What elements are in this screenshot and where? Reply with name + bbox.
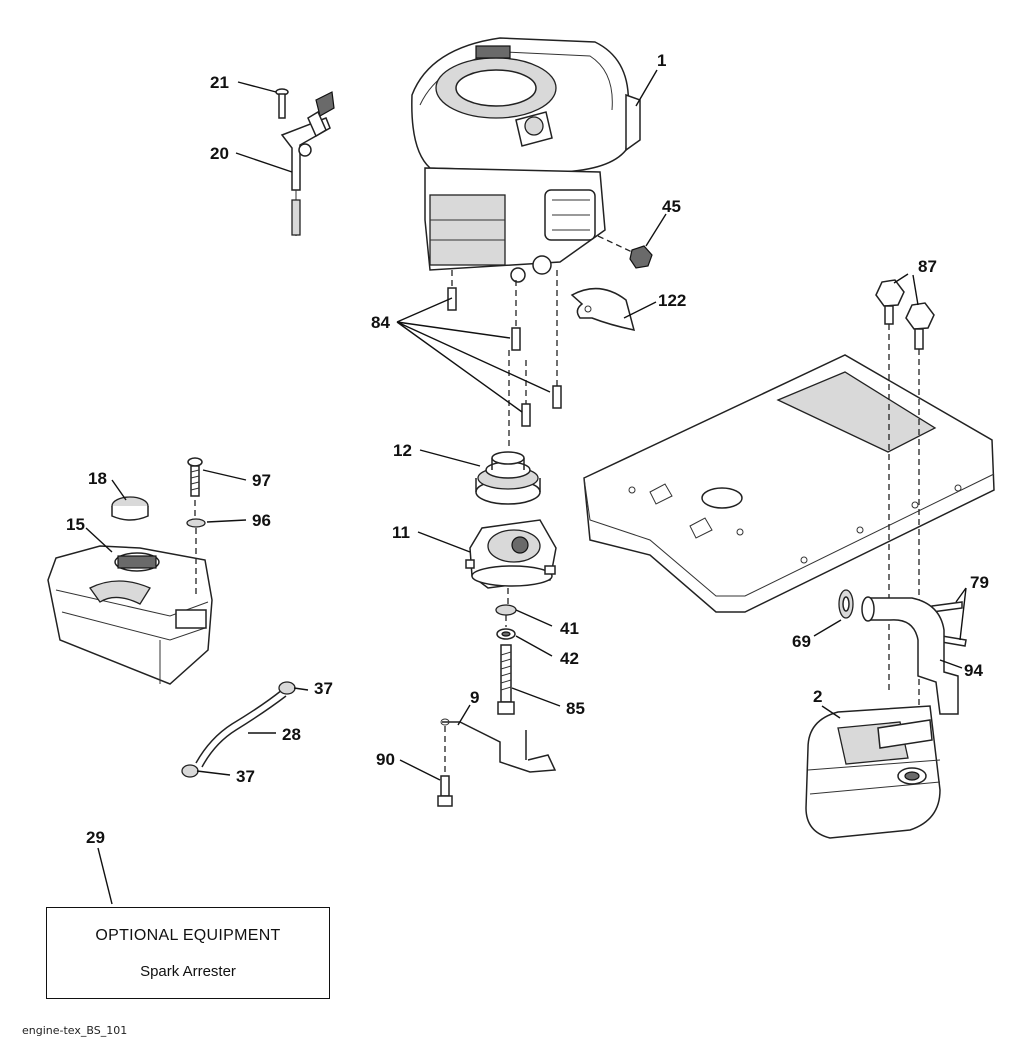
clamp-37-bottom-part — [181, 764, 199, 778]
callout-41: 41 — [560, 619, 579, 638]
callout-29: 29 — [86, 828, 105, 847]
engine-part — [411, 37, 641, 283]
washer-96-part — [186, 518, 206, 594]
callout-85: 85 — [566, 699, 585, 718]
callout-90: 90 — [376, 750, 395, 769]
callout-37-top: 37 — [314, 679, 333, 698]
optional-equipment-box: OPTIONAL EQUIPMENT Spark Arrester — [46, 907, 330, 999]
callout-94: 94 — [964, 661, 983, 680]
leader-lines — [85, 69, 967, 905]
callout-20: 20 — [210, 144, 229, 163]
engine-bolts-84 — [447, 270, 562, 450]
nut-45-part — [597, 235, 653, 269]
exhaust-pipe-94-part — [861, 596, 959, 715]
pulley-12-part — [475, 451, 541, 505]
bolt-90-part — [437, 775, 453, 807]
bolt-85-part — [497, 644, 515, 715]
callout-96: 96 — [252, 511, 271, 530]
washer-42-part — [496, 628, 516, 640]
callout-84: 84 — [371, 313, 390, 332]
frame-part — [583, 354, 995, 613]
callout-79: 79 — [970, 573, 989, 592]
throttle-control-part — [280, 91, 335, 236]
optional-equipment-item: Spark Arrester — [140, 963, 236, 980]
callout-1: 1 — [657, 51, 666, 70]
screw-97-part — [187, 457, 203, 518]
callout-labels: 1 21 20 45 87 122 84 12 18 97 15 96 11 7… — [66, 51, 989, 847]
callout-18: 18 — [88, 469, 107, 488]
callout-97: 97 — [252, 471, 271, 490]
fuel-hose-28-part — [195, 689, 287, 768]
fuel-cap-18-part — [111, 496, 149, 521]
clutch-11-part — [465, 519, 557, 604]
callout-12: 12 — [393, 441, 412, 460]
bracket-122-part — [570, 287, 636, 331]
callout-15: 15 — [66, 515, 85, 534]
muffler-2-part — [805, 705, 941, 839]
callout-37-bottom: 37 — [236, 767, 255, 786]
callout-2: 2 — [813, 687, 822, 706]
diagram-code: engine-tex_BS_101 — [22, 1024, 128, 1037]
callout-87: 87 — [918, 257, 937, 276]
clamp-37-top-part — [278, 681, 296, 695]
callout-45: 45 — [662, 197, 681, 216]
screw-21-part — [275, 88, 289, 119]
callout-69: 69 — [792, 632, 811, 651]
callout-11: 11 — [392, 523, 410, 542]
callout-9: 9 — [470, 688, 479, 707]
rod-9-part — [440, 718, 557, 776]
gasket-69-part — [838, 589, 854, 619]
washer-41-part — [495, 604, 517, 627]
callout-28: 28 — [282, 725, 301, 744]
callout-21: 21 — [210, 73, 229, 92]
optional-equipment-title: OPTIONAL EQUIPMENT — [95, 927, 281, 944]
callout-42: 42 — [560, 649, 579, 668]
callout-122: 122 — [658, 291, 686, 310]
fuel-tank-15-part — [47, 545, 213, 685]
